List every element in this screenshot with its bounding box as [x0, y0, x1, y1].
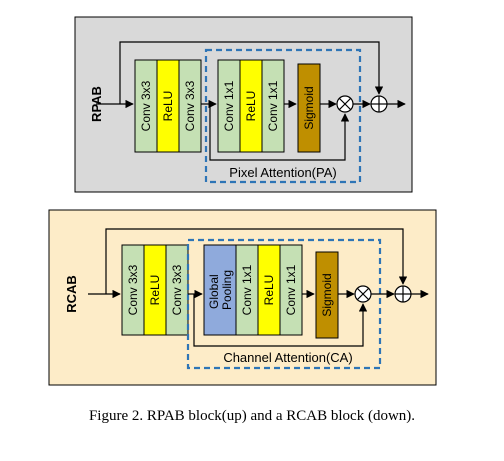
rcab-sigmoid-label: Sigmoid — [320, 273, 334, 316]
rcab-ca-relu-label: ReLU — [262, 275, 276, 306]
rcab-multiply-cross-b — [357, 288, 369, 300]
rpab-conv1x1-2 — [261, 59, 285, 153]
rcab-pooling-line-1: Global — [207, 274, 221, 309]
rcab-attention-label: Channel Attention(CA) — [223, 350, 352, 365]
rcab-relu-label: ReLU — [148, 275, 162, 306]
rcab-global-pooling — [203, 244, 237, 336]
figure-caption: Figure 2. RPAB block(up) and a RCAB bloc… — [88, 408, 416, 424]
rcab-global-pooling-label: Global Pooling — [207, 270, 234, 310]
rpab-pa-relu-label: ReLU — [244, 91, 258, 122]
rcab-residual-line — [105, 228, 408, 294]
diagram-figure: RPAB Conv 3x3 ReLU Conv 3x3 Conv 1x1 ReL… — [48, 16, 437, 386]
rcab-channel-attention-box — [186, 238, 382, 370]
rpab-relu-label: ReLU — [161, 91, 175, 122]
rpab-pa-bypass-line — [209, 104, 350, 161]
rcab-conv3x3-2-label: Conv 3x3 — [170, 264, 184, 315]
rcab-side-label: RCAB — [64, 275, 79, 313]
rcab-sigmoid — [315, 251, 339, 339]
rcab-conv1x1-2 — [279, 244, 303, 336]
rcab-conv3x3-1-label: Conv 3x3 — [126, 264, 140, 315]
rpab-sigmoid — [297, 63, 321, 153]
rpab-attention-label: Pixel Attention(PA) — [229, 165, 336, 180]
rpab-conv1x1-2-label: Conv 1x1 — [266, 80, 280, 131]
rpab-pixel-attention-box — [204, 48, 362, 184]
rpab-section: RPAB Conv 3x3 ReLU Conv 3x3 Conv 1x1 ReL… — [74, 16, 413, 193]
rcab-ca-bypass-line — [193, 294, 368, 347]
rcab-section: RCAB Conv 3x3 ReLU Conv 3x3 Global Pooli… — [48, 209, 437, 386]
rpab-multiply-cross-b — [339, 98, 351, 110]
rpab-conv3x3-2 — [178, 59, 202, 153]
rpab-conv3x3-1-label: Conv 3x3 — [139, 80, 153, 131]
rpab-residual-line — [119, 41, 384, 104]
rcab-conv1x1-2-label: Conv 1x1 — [284, 264, 298, 315]
rcab-conv1x1-1-label: Conv 1x1 — [240, 264, 254, 315]
rpab-conv1x1-1-label: Conv 1x1 — [222, 80, 236, 131]
rpab-conv3x3-2-label: Conv 3x3 — [183, 80, 197, 131]
rcab-pooling-line-2: Pooling — [220, 270, 234, 310]
rpab-sigmoid-label: Sigmoid — [302, 86, 316, 129]
